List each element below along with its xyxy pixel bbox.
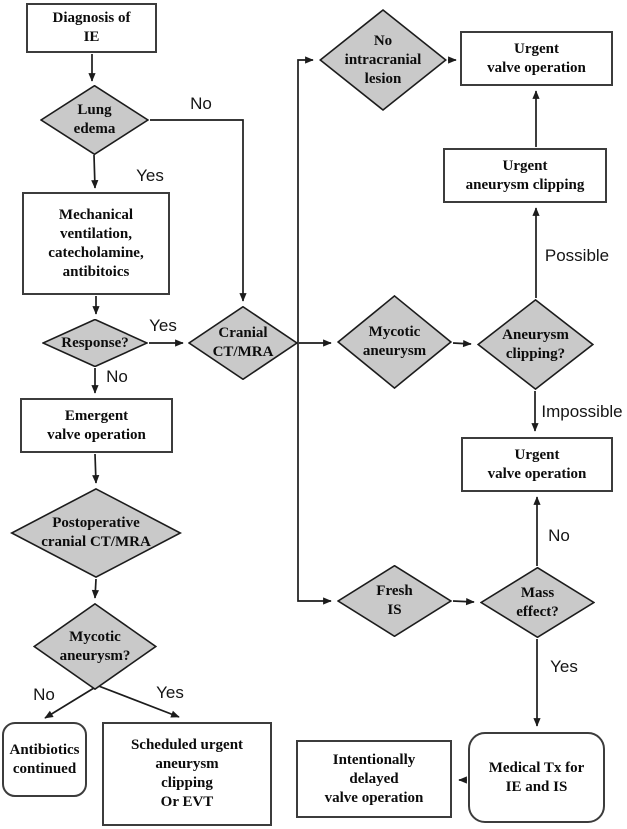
node-scheduled-urgent-clipping: Scheduled urgent aneurysm clipping Or EV… xyxy=(102,722,272,826)
node-lung-edema: Lung edema xyxy=(40,85,149,155)
diamond-shape xyxy=(480,567,595,638)
node-medical-tx: Medical Tx for IE and IS xyxy=(468,732,605,823)
edge-cranial-nolesion xyxy=(297,56,314,343)
node-label: Medical Tx for IE and IS xyxy=(488,759,585,795)
edge-lung-cranial-no xyxy=(150,119,247,302)
node-label: Postoperative cranial CT/MRA xyxy=(41,515,151,550)
edge-cranial-freshis xyxy=(297,343,332,605)
diamond-shape xyxy=(40,85,149,155)
node-label: Intentionally delayed valve operation xyxy=(324,751,424,806)
node-emergent-valve-operation: Emergent valve operation xyxy=(20,398,173,453)
node-label: Mycotic aneurysm? xyxy=(59,628,131,664)
node-antibiotics-continued: Antibiotics continued xyxy=(2,722,87,797)
node-delayed-valve-operation: Intentionally delayed valve operation xyxy=(296,740,452,818)
diamond-shape xyxy=(33,603,157,690)
edge-label-impossible: Impossible xyxy=(541,402,623,421)
node-label: Mycotic aneurysm xyxy=(362,324,427,359)
edge-label-mass-no: No xyxy=(548,526,570,545)
diamond-shape xyxy=(319,9,447,111)
diamond-shape xyxy=(337,565,452,637)
node-mycotic-aneurysm: Mycotic aneurysm xyxy=(337,295,452,389)
node-label: Urgent valve operation xyxy=(487,40,586,76)
node-label: Mechanical ventilation, catecholamine, a… xyxy=(48,206,144,280)
edge-label-response-yes: Yes xyxy=(149,316,177,335)
node-label: Diagnosis of IE xyxy=(52,10,131,45)
diamond-shape xyxy=(42,319,148,367)
node-label: Emergent valve operation xyxy=(47,407,146,443)
node-label: Fresh IS xyxy=(376,583,413,618)
edge-label-mycotic-no: No xyxy=(33,685,55,704)
node-fresh-is: Fresh IS xyxy=(337,565,452,637)
diamond-shape xyxy=(188,306,298,380)
node-label: Mass effect? xyxy=(516,584,559,620)
edge-emergent-postop xyxy=(92,453,100,484)
edge-label-lung-yes: Yes xyxy=(136,166,164,185)
edge-postop-mycoticq xyxy=(91,578,100,599)
node-urgent-aneurysm-clipping: Urgent aneurysm clipping xyxy=(443,148,607,203)
node-label: Antibiotics continued xyxy=(9,741,80,777)
node-label: Lung edema xyxy=(73,102,116,137)
node-diagnosis-ie: Diagnosis of IE xyxy=(26,3,157,53)
edge-label-mycotic-yes: Yes xyxy=(156,683,184,702)
node-label: Urgent valve operation xyxy=(487,446,587,482)
node-mass-effect: Mass effect? xyxy=(480,567,595,638)
node-urgent-valve-operation-mid: Urgent valve operation xyxy=(461,437,613,492)
node-no-intracranial-lesion: No intracranial lesion xyxy=(319,9,447,111)
diamond-shape xyxy=(477,299,594,390)
edge-label-response-no: No xyxy=(106,367,128,386)
node-label: No intracranial lesion xyxy=(344,32,422,87)
node-urgent-valve-operation-top: Urgent valve operation xyxy=(460,31,613,86)
diamond-shape xyxy=(10,488,182,578)
node-response: Response? xyxy=(42,319,148,367)
edge-mycotic-clippingq xyxy=(452,339,472,348)
node-postop-cranial-ct: Postoperative cranial CT/MRA xyxy=(10,488,182,578)
node-label: Scheduled urgent aneurysm clipping Or EV… xyxy=(130,737,244,810)
node-mycotic-aneurysm-question: Mycotic aneurysm? xyxy=(33,603,157,690)
diamond-shape xyxy=(337,295,452,389)
edge-label-possible: Possible xyxy=(544,246,610,265)
node-label: Aneurysm clipping? xyxy=(502,326,569,362)
node-cranial-ct-mra: Cranial CT/MRA xyxy=(188,306,298,380)
node-label: Response? xyxy=(61,334,129,351)
edge-lung-mech-yes xyxy=(91,154,99,189)
edge-label-mass-yes: Yes xyxy=(550,657,578,676)
node-aneurysm-clipping-question: Aneurysm clipping? xyxy=(477,299,594,390)
node-label: Urgent aneurysm clipping xyxy=(465,157,585,193)
edge-freshis-masseffect xyxy=(452,598,475,606)
node-label: Cranial CT/MRA xyxy=(212,325,274,360)
node-mechanical-ventilation: Mechanical ventilation, catecholamine, a… xyxy=(22,192,170,295)
edge-label-lung-no: No xyxy=(190,94,212,113)
